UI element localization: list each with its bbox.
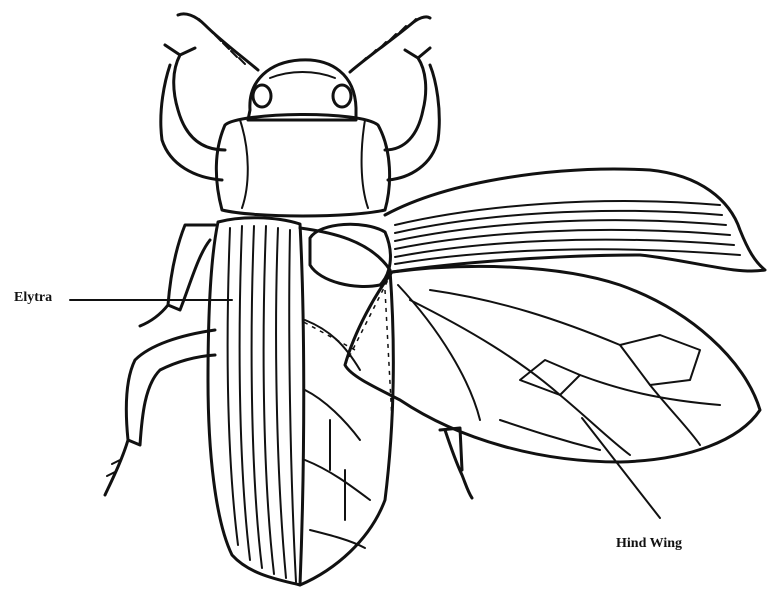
- folded-wing: [385, 169, 765, 272]
- abdomen: [300, 228, 393, 585]
- head: [248, 60, 356, 120]
- pronotum: [216, 114, 389, 216]
- hind-wing-leader-line: [582, 418, 660, 518]
- front-legs: [161, 45, 439, 180]
- hind-wing: [300, 266, 760, 462]
- elytron: [208, 218, 304, 585]
- middle-legs: [140, 225, 215, 326]
- hind-wing-label: Hind Wing: [616, 536, 682, 552]
- antennae: [178, 14, 430, 72]
- elytra-label: Elytra: [14, 290, 52, 306]
